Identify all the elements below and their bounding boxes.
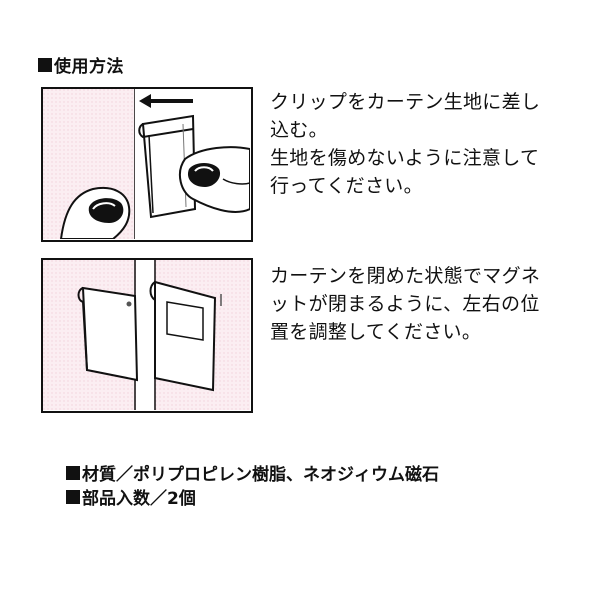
spec-parts-count-text: 部品入数／2個 bbox=[82, 489, 196, 509]
step1-line: 生地を傷めないように注意して bbox=[270, 147, 540, 169]
step2-description: カーテンを閉めた状態でマグネ ットが閉まるように、左右の位 置を調整してください… bbox=[270, 262, 580, 346]
step2-line: カーテンを閉めた状態でマグネ bbox=[270, 265, 541, 287]
bullet-square-icon bbox=[66, 465, 80, 480]
step2-line: ットが閉まるように、左右の位 bbox=[270, 293, 540, 315]
step1-line: 行ってください。 bbox=[270, 175, 423, 197]
step1-line: クリップをカーテン生地に差し bbox=[270, 91, 541, 113]
bullet-square-icon bbox=[66, 489, 80, 504]
step1-description: クリップをカーテン生地に差し 込む。 生地を傷めないように注意して 行ってくださ… bbox=[270, 88, 580, 200]
bullet-square-icon bbox=[38, 57, 52, 72]
spec-material: 材質／ポリプロピレン樹脂、ネオジィウム磁石 bbox=[66, 460, 439, 485]
spec-parts-count: 部品入数／2個 bbox=[66, 484, 196, 509]
step1-line: 込む。 bbox=[270, 119, 328, 141]
usage-heading: 使用方法 bbox=[38, 52, 124, 77]
step2-illustration bbox=[41, 258, 253, 413]
step2-line: 置を調整してください。 bbox=[270, 321, 482, 343]
step1-illustration bbox=[41, 87, 253, 242]
spec-material-text: 材質／ポリプロピレン樹脂、ネオジィウム磁石 bbox=[82, 465, 439, 485]
usage-heading-text: 使用方法 bbox=[54, 57, 124, 77]
